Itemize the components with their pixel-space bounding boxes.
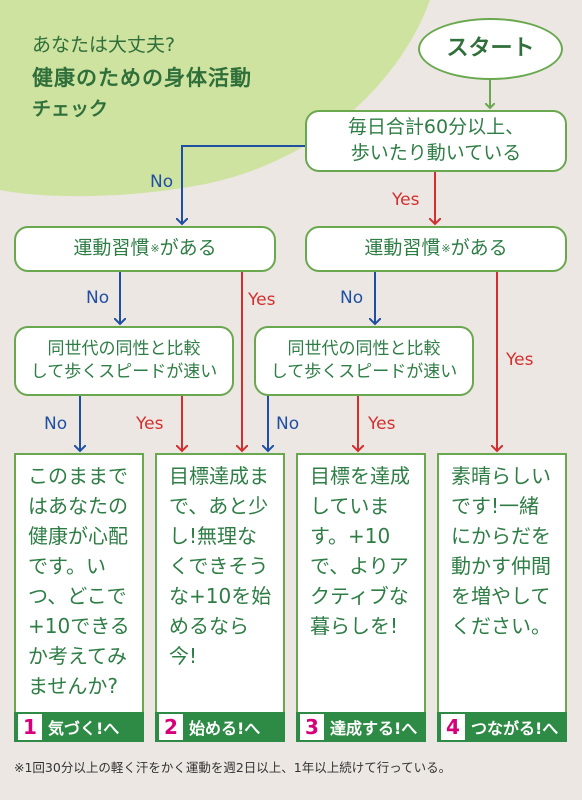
start-node: スタート [418, 18, 563, 80]
label-q2left-yes: Yes [248, 290, 276, 310]
step-banner-1[interactable]: 1 気づく!へ [14, 712, 144, 742]
question-exercise-habit-left: 運動習慣※がある [14, 226, 276, 272]
step-banner-3[interactable]: 3 達成する!へ [296, 712, 426, 742]
q2-left-suffix: がある [159, 237, 217, 260]
q3-right-line1: 同世代の同性と比較 [287, 339, 441, 360]
result-1-text: このままではあなたの健康が心配です。いつ、どこで+10できるか考えてみませんか? [28, 464, 130, 698]
question-walk-speed-right: 同世代の同性と比較 して歩くスピードが速い [254, 326, 474, 396]
label-q2right-yes: Yes [506, 350, 534, 370]
result-box-1: このままではあなたの健康が心配です。いつ、どこで+10できるか考えてみませんか? [14, 453, 144, 740]
question-exercise-habit-right: 運動習慣※がある [305, 226, 567, 272]
step-number-3: 3 [300, 714, 324, 740]
page-title-line2: チェック [32, 98, 109, 120]
q2-right-text: 運動習慣 [364, 237, 441, 260]
q1-line1: 毎日合計60分以上、 [347, 116, 525, 139]
step-label-4: つながる!へ [471, 719, 559, 738]
q2-right-suffix: がある [450, 237, 508, 260]
step-number-2: 2 [159, 714, 183, 740]
page-title: 健康のための身体活動 [32, 66, 252, 90]
label-q1-yes: Yes [392, 190, 420, 210]
title-banner-shape [0, 0, 430, 197]
result-box-2: 目標達成まで、あと少し!無理なくできそうな+10を始めるなら今! [155, 453, 285, 740]
q2-left-mark: ※ [150, 241, 160, 255]
q3-right-line2: して歩くスピードが速い [270, 362, 458, 382]
step-label-2: 始める!へ [189, 719, 261, 738]
result-4-text: 素晴らしいです!一緒にからだを動かす仲間を増やしてください。 [451, 464, 551, 638]
step-number-1: 1 [18, 714, 42, 740]
result-3-text: 目標を達成しています。+10で、よりアクティブな暮らしを! [310, 464, 410, 638]
result-box-3: 目標を達成しています。+10で、よりアクティブな暮らしを! [296, 453, 426, 740]
q3-left-line1: 同世代の同性と比較 [47, 339, 201, 360]
step-banner-2[interactable]: 2 始める!へ [155, 712, 285, 742]
start-label: スタート [446, 36, 535, 62]
result-2-text: 目標達成まで、あと少し!無理なくできそうな+10を始めるなら今! [169, 464, 272, 668]
q2-right-mark: ※ [441, 241, 451, 255]
label-q3left-yes: Yes [136, 414, 164, 434]
step-number-4: 4 [441, 714, 465, 740]
q1-line2: 歩いたり動いている [350, 142, 522, 164]
label-q2left-no: No [86, 288, 110, 308]
label-q3right-yes: Yes [368, 414, 396, 434]
label-q1-no: No [150, 172, 174, 192]
label-q2right-no: No [340, 288, 364, 308]
result-box-4: 素晴らしいです!一緒にからだを動かす仲間を増やしてください。 [437, 453, 567, 740]
label-q3right-no: No [276, 414, 300, 434]
step-label-1: 気づく!へ [48, 719, 120, 738]
footnote: ※1回30分以上の軽く汗をかく運動を週2日以上、1年以上続けて行っている。 [14, 760, 452, 775]
question-walking-60min: 毎日合計60分以上、 歩いたり動いている [305, 110, 567, 172]
step-label-3: 達成する!へ [330, 719, 418, 738]
arrow-q1-no [182, 145, 305, 224]
step-banner-4[interactable]: 4 つながる!へ [437, 712, 567, 742]
label-q3left-no: No [44, 414, 68, 434]
question-walk-speed-left: 同世代の同性と比較 して歩くスピードが速い [14, 326, 234, 396]
q3-left-line2: して歩くスピードが速い [30, 362, 218, 382]
q2-left-text: 運動習慣 [73, 237, 150, 260]
page-subtitle: あなたは大丈夫? [32, 34, 176, 56]
